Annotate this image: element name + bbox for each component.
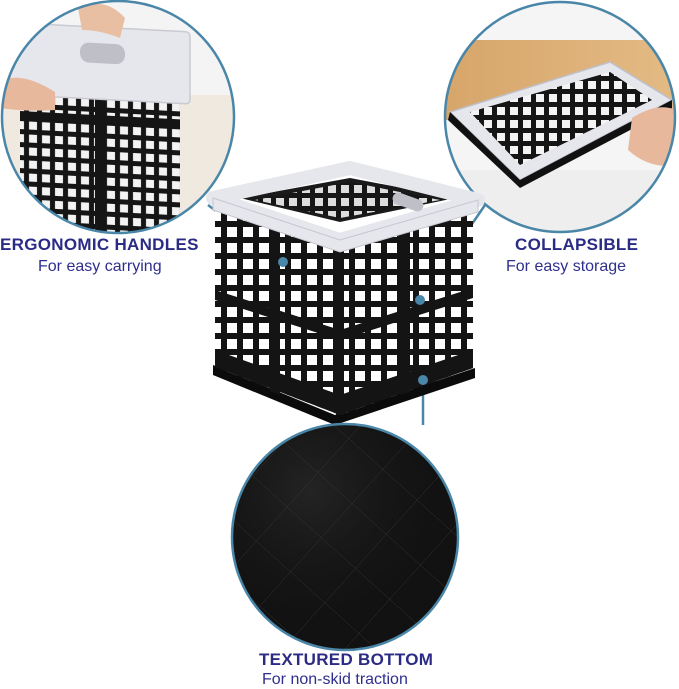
bottom-title: TEXTURED BOTTOM: [259, 650, 434, 669]
collapsible-marker: [415, 295, 425, 305]
handles-title: ERGONOMIC HANDLES: [0, 235, 199, 254]
bottom-zoom-circle: [232, 424, 458, 650]
handles-marker: [278, 257, 288, 267]
bottom-marker: [418, 375, 428, 385]
bottom-subtitle: For non-skid traction: [262, 671, 408, 688]
collapsible-subtitle: For easy storage: [506, 258, 627, 275]
collapsible-title: COLLAPSIBLE: [515, 235, 639, 254]
collapsible-zoom-circle: [445, 2, 675, 232]
handles-subtitle: For easy carrying: [38, 258, 162, 275]
handles-zoom-circle: [2, 1, 234, 233]
crate-image: [206, 161, 485, 425]
